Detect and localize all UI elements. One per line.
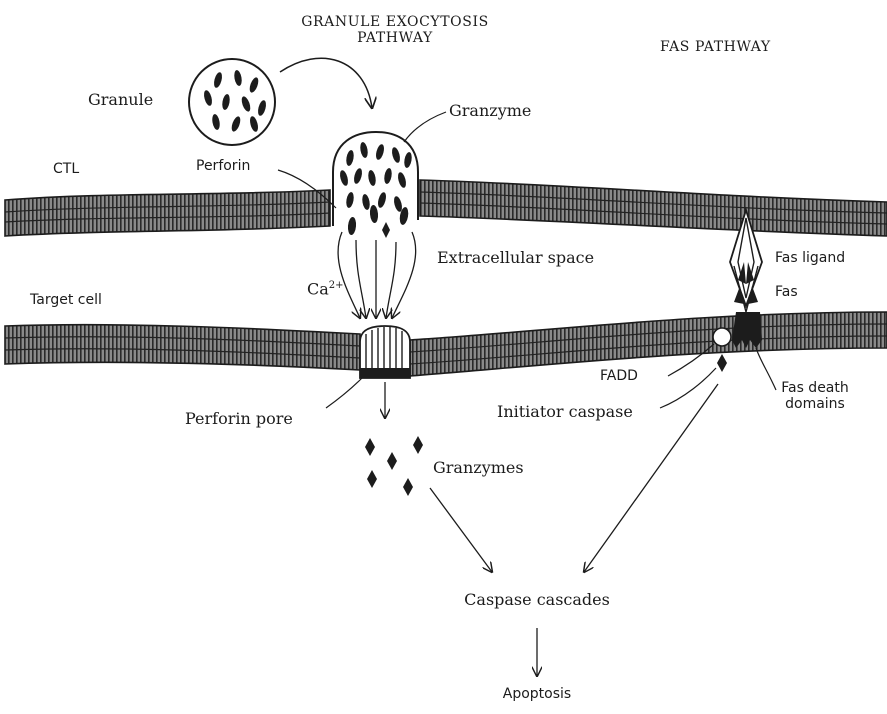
fadd-molecule (713, 328, 731, 346)
calcium-symbol: Ca (307, 279, 329, 298)
calcium-charge: 2+ (329, 280, 344, 291)
initiator-caspase-shape (717, 354, 727, 372)
fas-pathway-header: FAS PATHWAY (660, 39, 771, 55)
initiator-caspase-pointer (660, 368, 716, 408)
granule-pathway-header: GRANULE EXOCYTOSIS PATHWAY (270, 14, 520, 46)
granzyme-pointer (404, 112, 446, 142)
granule-pathway-header-line1: GRANULE EXOCYTOSIS (270, 14, 520, 30)
granzyme-to-caspase-arrow (430, 488, 492, 572)
caspase-cascades-label: Caspase cascades (437, 591, 637, 609)
fusing-granule (333, 132, 418, 238)
target-cell-label: Target cell (30, 292, 102, 308)
fas-death-domains-line1: Fas death (760, 380, 870, 396)
extracellular-space-label: Extracellular space (437, 249, 594, 267)
fas-death-domains-shape (732, 312, 762, 348)
perforin-label: Perforin (196, 158, 250, 174)
fas-label: Fas (775, 284, 798, 300)
granzymes-label: Granzymes (433, 459, 524, 477)
perforin-pore-label: Perforin pore (185, 410, 293, 428)
calcium-label: Ca2+ (307, 280, 344, 299)
perforin-pore (360, 326, 410, 378)
perforin-pore-pointer (326, 378, 362, 408)
granule-release-arrows (338, 232, 416, 318)
fas-death-domains-label: Fas death domains (760, 380, 870, 412)
granzyme-particles (365, 436, 423, 496)
granule (189, 59, 275, 145)
fas-ligand-label: Fas ligand (775, 250, 845, 266)
granule-transport-arrow (280, 58, 372, 108)
fadd-label: FADD (600, 368, 638, 384)
granule-label: Granule (88, 91, 153, 109)
granule-pathway-header-line2: PATHWAY (270, 30, 520, 46)
ctl-membrane (5, 180, 887, 236)
initiator-caspase-label: Initiator caspase (497, 403, 633, 421)
granzyme-label: Granzyme (449, 102, 531, 120)
fas-death-domains-line2: domains (760, 396, 870, 412)
ctl-label: CTL (53, 161, 79, 177)
apoptosis-label: Apoptosis (467, 686, 607, 702)
